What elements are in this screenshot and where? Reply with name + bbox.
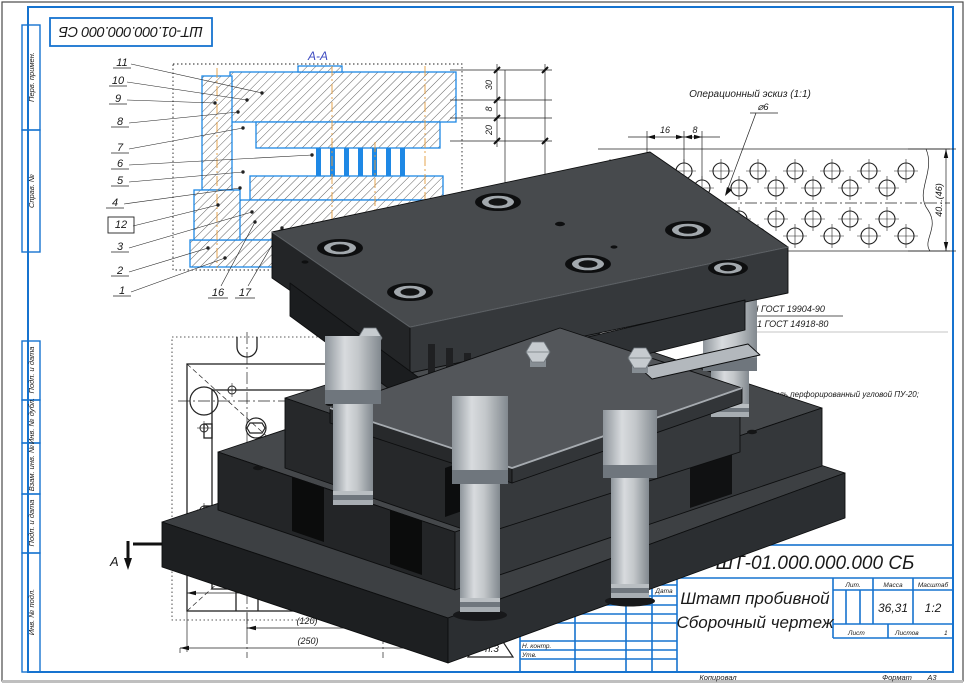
margin-label: Инв. № дубл. — [27, 398, 36, 444]
footer-copied: Копировал — [699, 673, 737, 682]
die-3d-model — [161, 151, 846, 664]
mass-label: Масса — [883, 582, 903, 589]
callout-16: 16 — [212, 287, 225, 299]
guide-post-mid — [603, 410, 657, 607]
sheets-label: Листов — [894, 630, 919, 637]
svg-text:ШТ-01.000.000.000 СБ: ШТ-01.000.000.000 СБ — [59, 23, 203, 39]
section-view: А-А — [106, 49, 552, 306]
shoe-notch — [292, 477, 324, 542]
callout-11: 11 — [116, 57, 127, 69]
sheet-label: Лист — [847, 630, 865, 637]
row-utv: Утв. — [521, 652, 537, 659]
callout-1: 1 — [119, 285, 125, 297]
margin-label: Перв. примен. — [27, 52, 36, 102]
title-block-name2: Сборочный чертеж — [676, 613, 834, 632]
margin-label: Подп. и дата — [27, 347, 36, 394]
margin-label: Подп. и дата — [27, 500, 36, 547]
dim-pitch-16: 16 — [660, 125, 670, 135]
row-nkontr: Н. контр. — [522, 643, 552, 650]
callout-9: 9 — [115, 93, 121, 105]
dim-30: 30 — [484, 80, 494, 90]
callout-5: 5 — [117, 175, 124, 187]
dim-120: (120) — [296, 616, 317, 626]
page-shadow — [2, 680, 963, 683]
scale-value: 1:2 — [925, 601, 942, 615]
dim-hole-dia: ⌀6 — [757, 102, 769, 113]
margin-label: Справ. № — [27, 174, 36, 208]
sheets-value: 1 — [944, 630, 948, 637]
side-bracket — [639, 343, 761, 380]
callout-4: 4 — [112, 197, 118, 209]
counterbore-holes — [301, 193, 748, 301]
title-block: ШТ-01.000.000.000 СБ Штамп пробивной Сбо… — [519, 544, 954, 673]
title-block-name1: Штамп пробивной — [680, 589, 830, 608]
guide-post-front — [452, 396, 508, 621]
note-triangle-label: п.3 — [485, 644, 499, 655]
dim-step-8: 8 — [692, 125, 697, 135]
margin-label: Инв. № подл. — [27, 589, 36, 636]
note-gost-top: Н ГОСТ 19904-90 — [752, 304, 825, 314]
callout-8: 8 — [117, 116, 124, 128]
callout-17: 17 — [239, 287, 252, 299]
dim-strip-width: 40...(46) — [934, 183, 944, 217]
dim-8: 8 — [484, 106, 494, 111]
callout-2: 2 — [116, 265, 123, 277]
title-block-doc-number: ШТ-01.000.000.000 СБ — [716, 553, 915, 574]
gost-frame — [27, 6, 954, 673]
col-data: Дата — [654, 588, 673, 595]
dim-250: (250) — [297, 636, 318, 646]
callout-3: 3 — [117, 241, 124, 253]
callout-6: 6 — [117, 158, 124, 170]
section-marker-letter: А — [109, 554, 119, 569]
section-label: А-А — [307, 49, 328, 63]
lit-label: Лит. — [844, 582, 860, 589]
note-frag-right: "профиль перфорированный угловой ПУ-20; — [752, 390, 919, 399]
doc-number-stamp: ШТ-01.000.000.000 СБ — [49, 17, 213, 47]
margin-boxes — [21, 24, 41, 673]
op-sketch-title: Операционный эскиз (1:1) — [689, 89, 811, 100]
footer-format-value: А3 — [926, 673, 937, 682]
scale-label: Масштаб — [918, 581, 949, 589]
callout-7: 7 — [117, 142, 124, 154]
shoe-notch — [390, 510, 422, 575]
dim-20: 20 — [484, 125, 494, 136]
guide-post-left — [325, 336, 381, 505]
footer: Копировал Формат А3 — [699, 673, 937, 682]
note-gost-bottom: Р-1 ГОСТ 14918-80 — [748, 319, 828, 329]
margin-label: Взам. инв. № — [27, 445, 36, 491]
callout-12: 12 — [115, 219, 127, 231]
mass-value: 36,31 — [878, 601, 908, 615]
callout-10: 10 — [112, 75, 125, 87]
footer-format-label: Формат — [882, 673, 912, 682]
